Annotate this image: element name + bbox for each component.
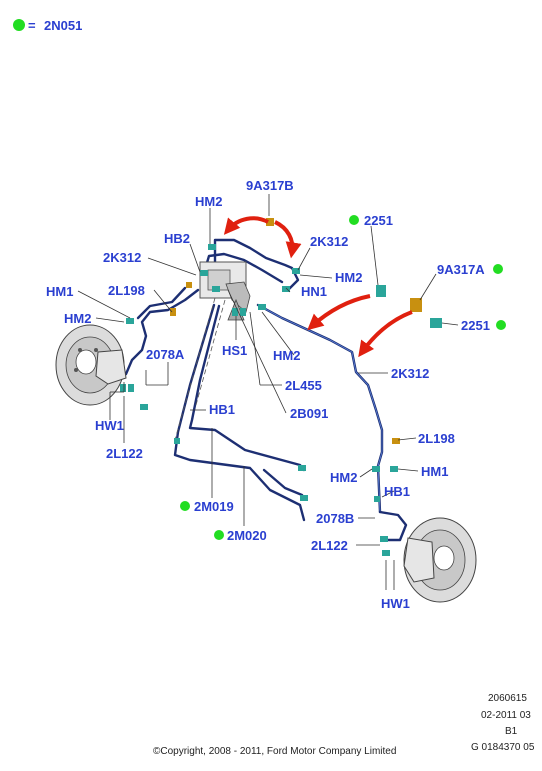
bracket-9a317b [266,218,274,226]
label-hm2-center: HM2 [273,348,300,363]
label-2251-top: 2251 [364,213,393,228]
label-hm1-right: HM1 [421,464,448,479]
brake-pipes [124,238,408,542]
label-2b091: 2B091 [290,406,328,421]
label-hb1-right: HB1 [384,484,410,499]
upper-pipe [213,238,300,292]
label-2k312-top-right: 2K312 [310,234,348,249]
label-2078b: 2078B [316,511,354,526]
label-hb1-left: HB1 [209,402,235,417]
green-dot-icon [180,501,190,511]
label-hm2-mid: HM2 [335,270,362,285]
label-2l122-right: 2L122 [311,538,348,553]
green-dot-icon [13,19,25,31]
footer: 2060615 02-2011 03 B1 G 0184370 05 ©Copy… [153,693,535,757]
label-2l198-right: 2L198 [418,431,455,446]
copyright: ©Copyright, 2008 - 2011, Ford Motor Comp… [153,746,396,757]
label-2251-right: 2251 [461,318,490,333]
label-9a317a: 9A317A [437,262,485,277]
footer-date: 02-2011 03 [481,710,531,721]
label-9a317b: 9A317B [246,178,294,193]
label-2m019: 2M019 [194,499,234,514]
label-2l455: 2L455 [285,378,322,393]
direction-arrows [223,216,413,358]
label-hm2-left: HM2 [64,311,91,326]
label-2l198-left: 2L198 [108,283,145,298]
label-hn1: HN1 [301,284,327,299]
green-markers [180,215,506,540]
part-labels: HM2 9A317B HB2 2251 2K312 2K312 HM2 9A31… [46,178,490,611]
label-2l122-left: 2L122 [106,446,143,461]
green-dot-icon [214,530,224,540]
fittings [120,244,442,556]
label-hw1-right: HW1 [381,596,410,611]
hose-fitting [208,244,216,250]
label-2m020: 2M020 [227,528,267,543]
label-hb2: HB2 [164,231,190,246]
right-disc-caliper [403,517,477,603]
footer-ref: G 0184370 05 [471,742,535,753]
brackets [170,218,422,444]
label-hw1-left: HW1 [95,418,124,433]
legend: = 2N051 [13,18,82,33]
footer-code: 2060615 [488,693,527,704]
legend-equals: = [28,18,36,33]
label-2k312-right: 2K312 [391,366,429,381]
left-pipe [124,288,200,376]
green-dot-icon [496,320,506,330]
label-hs1: HS1 [222,343,247,358]
left-disc-caliper [55,324,127,406]
green-dot-icon [349,215,359,225]
label-2k312-left: 2K312 [103,250,141,265]
green-dot-icon [493,264,503,274]
legend-code: 2N051 [44,18,82,33]
bracket-9a317a [410,298,422,312]
label-hm2-top: HM2 [195,194,222,209]
label-hm2-right: HM2 [330,470,357,485]
leader-lines [77,194,459,590]
footer-rev: B1 [505,726,518,737]
label-2078a: 2078A [146,347,185,362]
label-hm1-left: HM1 [46,284,73,299]
